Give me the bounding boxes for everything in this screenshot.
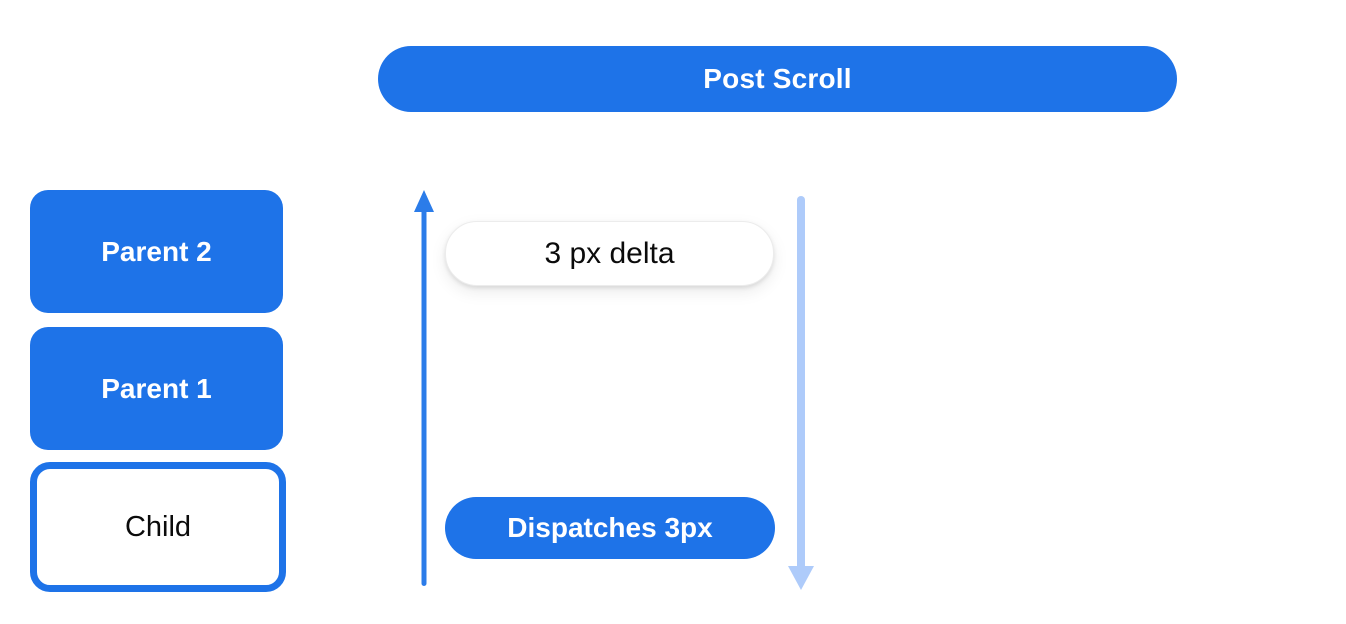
- parent2-node: Parent 2: [30, 190, 283, 313]
- delta-pill-label: 3 px delta: [544, 236, 675, 270]
- up-arrow-icon: [414, 190, 434, 586]
- parent1-label: Parent 1: [101, 372, 212, 404]
- parent2-label: Parent 2: [101, 235, 212, 267]
- post-scroll-label: Post Scroll: [703, 63, 852, 94]
- dispatches-pill: Dispatches 3px: [445, 497, 775, 559]
- dispatches-pill-label: Dispatches 3px: [507, 512, 713, 543]
- parent1-node: Parent 1: [30, 327, 283, 450]
- up-arrowhead: [414, 190, 434, 212]
- post-scroll-banner: Post Scroll: [378, 46, 1177, 112]
- up-arrow-shaft: [421, 204, 427, 586]
- down-arrowhead: [788, 566, 814, 590]
- child-node: Child: [30, 462, 286, 592]
- down-arrow-shaft: [797, 196, 805, 574]
- down-arrow-icon: [788, 196, 814, 590]
- delta-pill: 3 px delta: [445, 221, 774, 286]
- child-label: Child: [124, 510, 192, 543]
